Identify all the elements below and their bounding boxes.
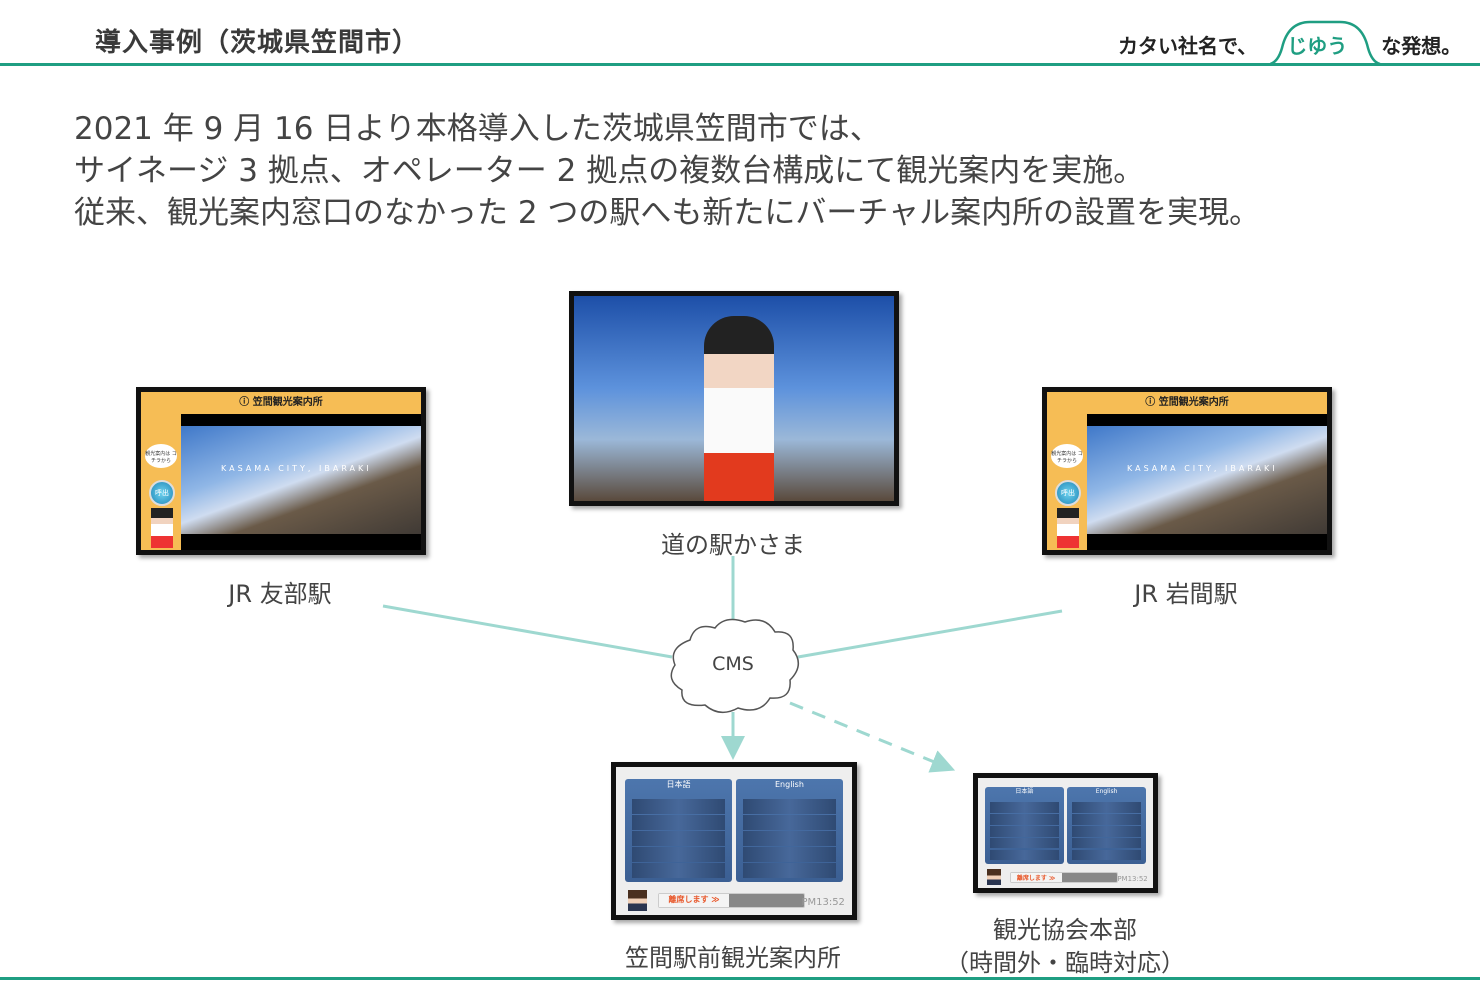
avatar-image [704,316,774,501]
call-button: 呼出 [149,480,175,506]
operator2-sublabel: （時間外・臨時対応） [945,949,1185,977]
intro-line: 2021 年 9 月 16 日より本格導入した茨城県笠間市では、 [74,111,881,147]
operator-avatar [986,869,1001,885]
operator2-label: 観光協会本部 [993,916,1137,944]
speech-bubble: 観光案内は コチラから [145,444,177,468]
arrow-cms-operator2 [789,701,956,773]
intro-line: 従来、観光案内窓口のなかった 2 つの駅へも新たにバーチャル案内所の設置を実現。 [74,195,1261,231]
operator-avatar [627,889,647,911]
logo-arc [1270,20,1381,66]
status-button: 離席します ≫ [659,893,729,907]
cms-cloud-icon [670,618,799,714]
cms-label: CMS [712,653,754,675]
operator-screen-1: 日本語 English 離席します ≫ PM13:52 [611,762,857,920]
screen-title-text: 笠間観光案内所 [252,397,323,408]
operator-screen-2: 日本語 English 離席します ≫ PM13:52 [973,773,1158,893]
signage-screen-right: ⓘ 笠間観光案内所 KASAMA CITY, IBARAKI 観光案内は コチラ… [1042,387,1332,555]
lang-en: English [1095,787,1118,795]
line-right-cms [797,609,1063,659]
screen-title: ⓘ 笠間観光案内所 [239,397,323,408]
line-left-cms [382,604,673,659]
clock: PM13:52 [801,896,845,908]
speech-bubble: 観光案内は コチラから [1051,444,1083,468]
left-label: JR 友部駅 [228,580,332,608]
call-button: 呼出 [1055,480,1081,506]
page-title: 導入事例（茨城県笠間市） [95,28,420,58]
avatar-image [151,508,173,548]
logo-text-highlight: じゆう [1287,34,1348,58]
intro-line: サイネージ 3 拠点、オペレーター 2 拠点の複数台構成にて観光案内を実施。 [74,153,1145,189]
center-label: 道の駅かさま [661,531,805,559]
logo-text-post: な発想。 [1381,34,1462,58]
avatar-image [1057,508,1079,548]
footer-divider [0,977,1480,980]
lang-ja: 日本語 [666,779,691,789]
signage-screen-left: ⓘ 笠間観光案内所 KASAMA CITY, IBARAKI 観光案内は コチラ… [136,387,426,555]
signage-screen-center [569,291,899,506]
operator1-label: 笠間駅前観光案内所 [625,944,841,972]
clock: PM13:52 [1117,874,1148,883]
status-button: 離席します ≫ [1010,872,1062,882]
screen-title-text: 笠間観光案内所 [1158,397,1229,408]
intro-text: 2021 年 9 月 16 日より本格導入した茨城県笠間市では、 サイネージ 3… [74,108,1260,234]
screen-caption: KASAMA CITY, IBARAKI [1127,464,1278,473]
lang-en: English [775,779,804,789]
lang-ja: 日本語 [1015,787,1034,795]
right-label: JR 岩間駅 [1134,580,1238,608]
header-divider [0,63,1480,66]
screen-title: ⓘ 笠間観光案内所 [1145,397,1229,408]
screen-caption: KASAMA CITY, IBARAKI [221,464,372,473]
company-logo: カタい社名で、 じゆう な発想。 [1118,30,1461,59]
logo-text-pre: カタい社名で、 [1118,34,1258,58]
